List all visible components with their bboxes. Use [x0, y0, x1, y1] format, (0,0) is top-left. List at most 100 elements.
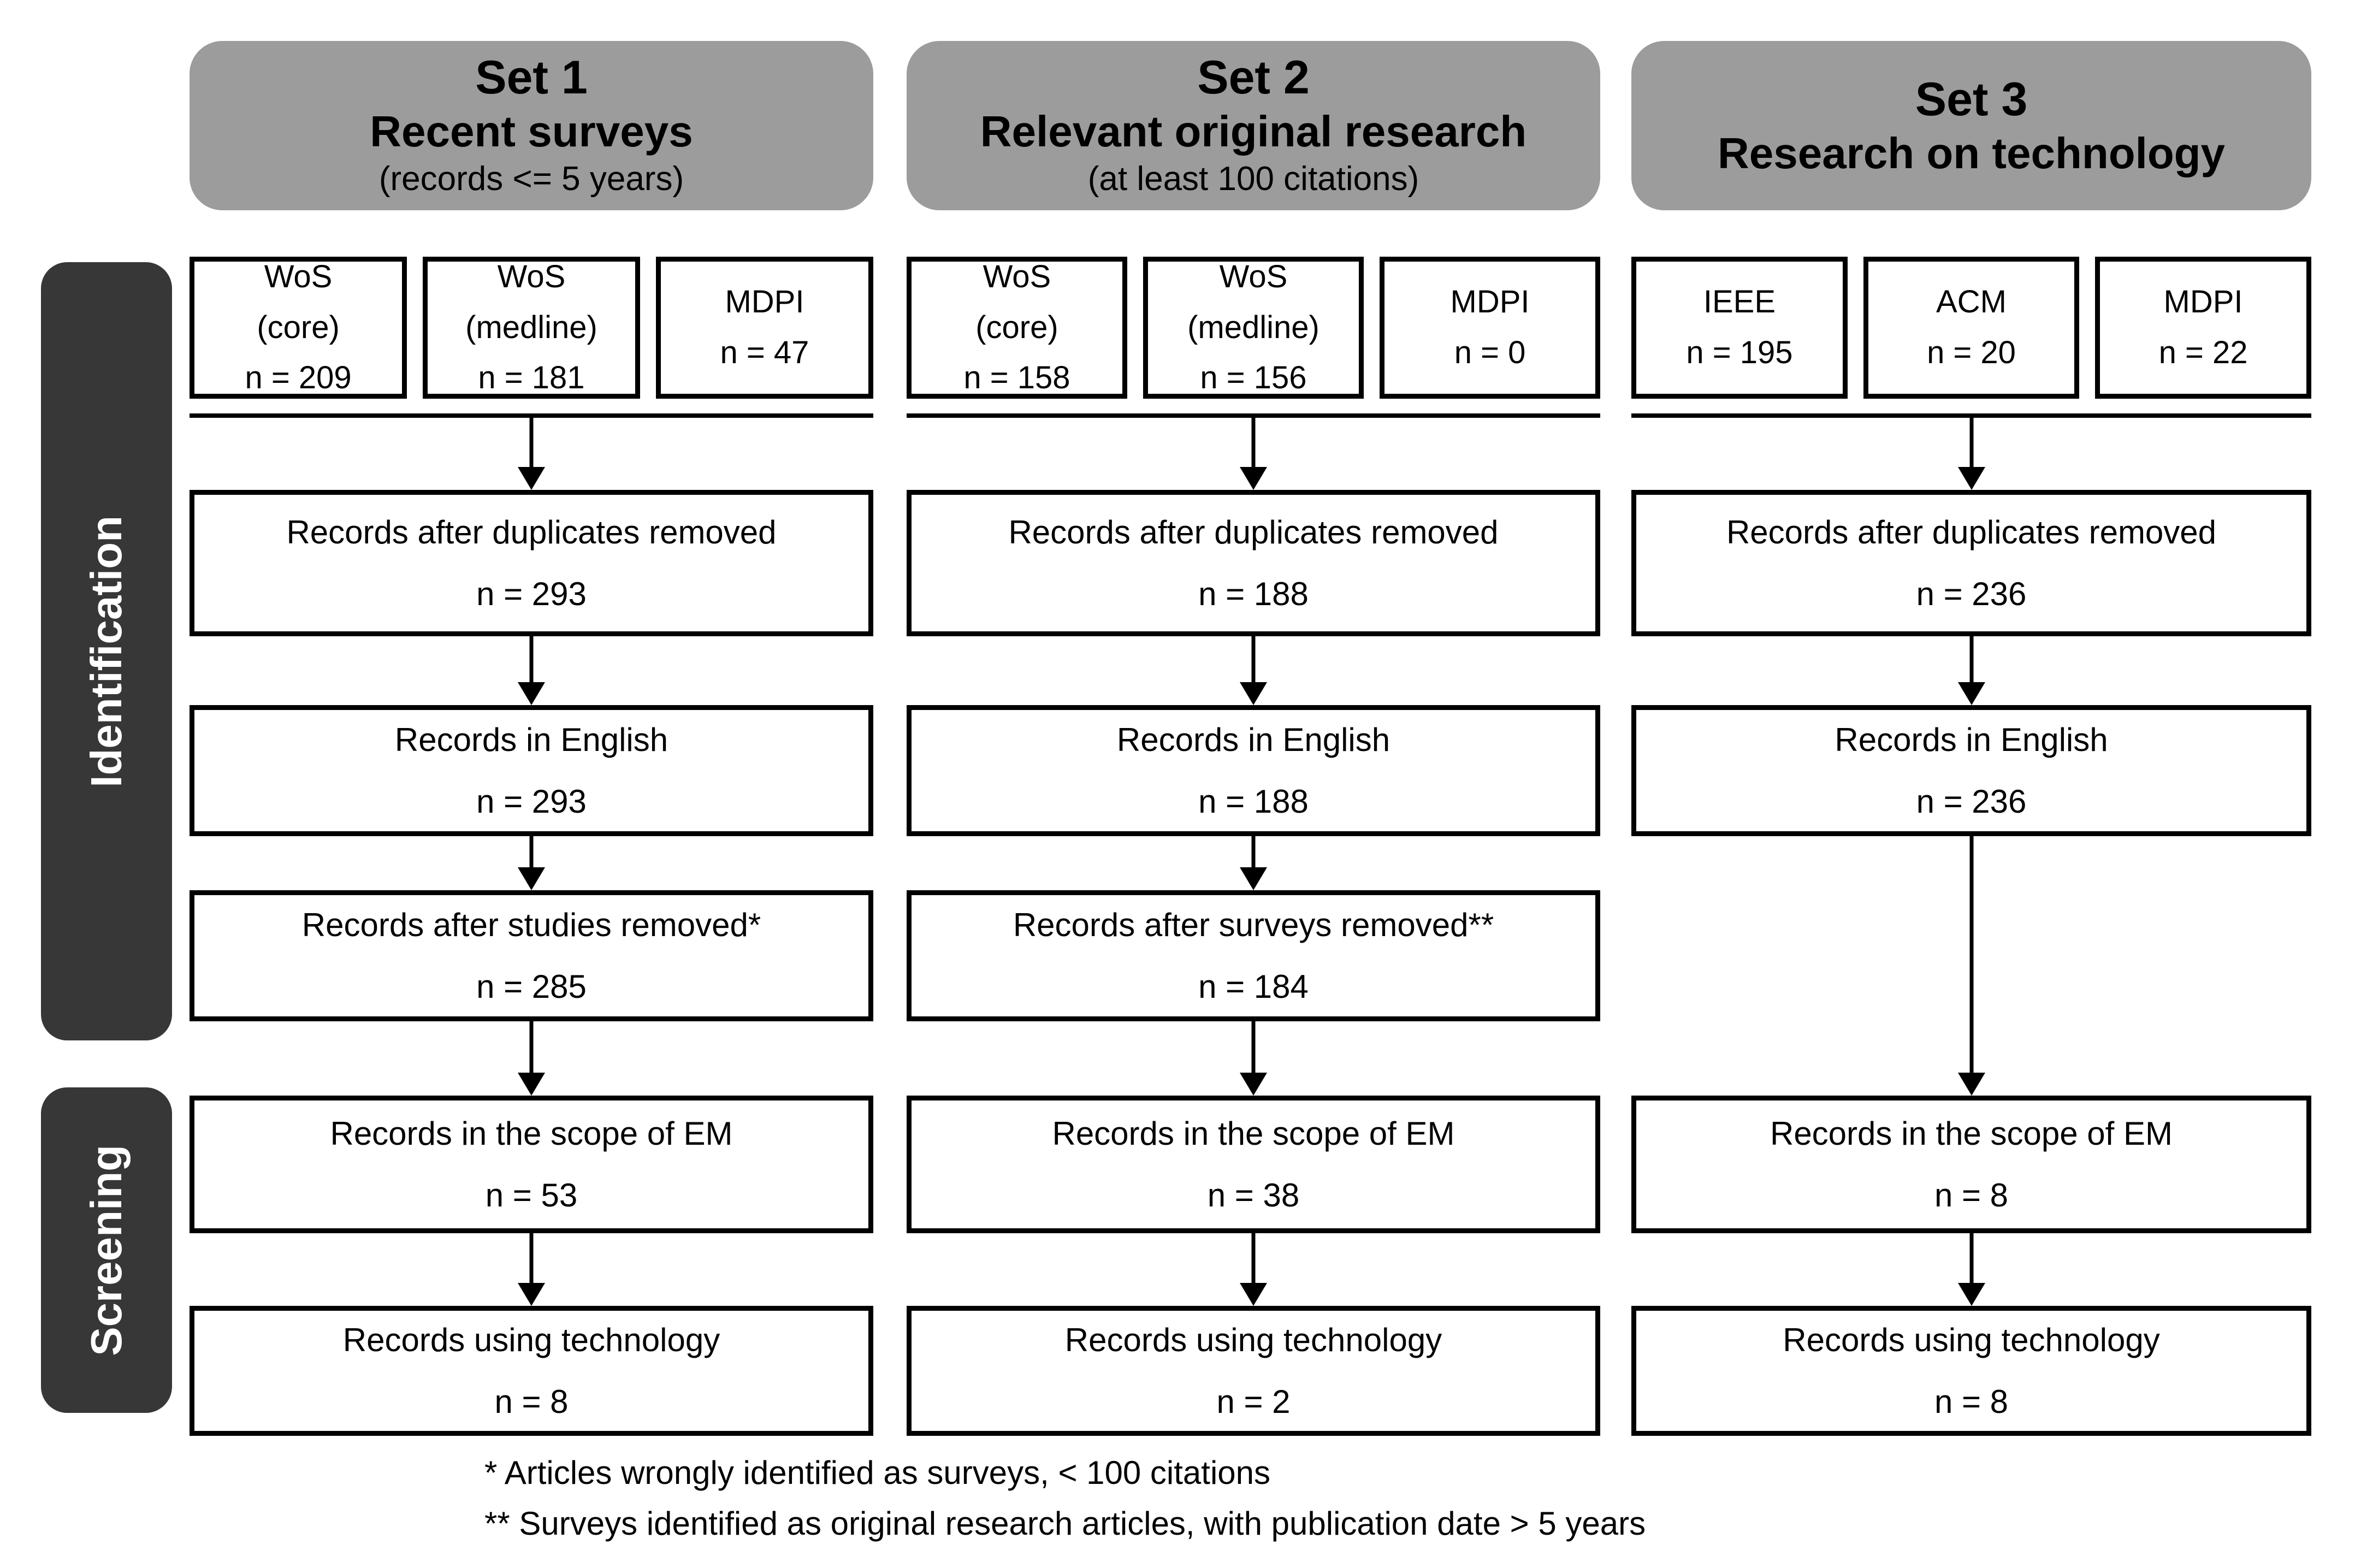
- source-name: MDPI: [725, 284, 804, 320]
- source-name: WoS: [983, 258, 1051, 294]
- step-count: n = 53: [485, 1177, 578, 1214]
- phase-label-identification: Identification: [41, 262, 172, 1040]
- source-count: n = 209: [245, 360, 352, 396]
- step-count: n = 38: [1207, 1177, 1300, 1214]
- step-count: n = 188: [1198, 783, 1309, 820]
- set2-note: (at least 100 citations): [1087, 160, 1419, 198]
- down-arrow-icon: [514, 1233, 549, 1306]
- down-arrow-icon: [1236, 1233, 1271, 1306]
- collector-line: [1631, 413, 2311, 418]
- collector-line: [907, 413, 1600, 418]
- step-label: Records in English: [1116, 721, 1390, 758]
- step-count: n = 184: [1198, 968, 1309, 1005]
- set2-source-mdpi: MDPI n = 0: [1380, 257, 1600, 399]
- step-count: n = 8: [494, 1383, 569, 1420]
- set3-step-in-english: Records in English n = 236: [1631, 705, 2311, 836]
- set2-subtitle: Relevant original research: [980, 107, 1527, 156]
- source-name-2: (core): [975, 309, 1058, 345]
- source-count: n = 195: [1686, 335, 1793, 370]
- step-label: Records in the scope of EM: [1052, 1115, 1455, 1152]
- source-name: WoS: [497, 258, 566, 294]
- set1-source-wos-medline: WoS (medline) n = 181: [422, 257, 641, 399]
- down-arrow-icon: [1236, 636, 1271, 705]
- set2-step-surveys-removed: Records after surveys removed** n = 184: [907, 890, 1600, 1021]
- source-name-2: (core): [257, 309, 340, 345]
- set1-source-row: WoS (core) n = 209 WoS (medline) n = 181…: [190, 257, 873, 399]
- set1-step-scope-of-em: Records in the scope of EM n = 53: [190, 1096, 873, 1233]
- step-label: Records in English: [394, 721, 668, 758]
- step-label: Records in the scope of EM: [330, 1115, 733, 1152]
- set2-step-using-technology: Records using technology n = 2: [907, 1306, 1600, 1436]
- down-arrow-icon: [514, 836, 549, 890]
- source-count: n = 158: [963, 360, 1070, 396]
- down-arrow-long-icon: [1954, 836, 1989, 1096]
- set3-step-duplicates-removed: Records after duplicates removed n = 236: [1631, 490, 2311, 636]
- down-arrow-icon: [514, 1021, 549, 1096]
- collector-line: [190, 413, 873, 418]
- source-count: n = 181: [478, 360, 585, 396]
- set2-step-scope-of-em: Records in the scope of EM n = 38: [907, 1096, 1600, 1233]
- footnote-2: ** Surveys identified as original resear…: [484, 1505, 1646, 1542]
- set2-header: Set 2 Relevant original research (at lea…: [907, 41, 1600, 210]
- set3-step-scope-of-em: Records in the scope of EM n = 8: [1631, 1096, 2311, 1233]
- column-set2: Set 2 Relevant original research (at lea…: [907, 0, 1600, 1568]
- set1-title: Set 1: [475, 51, 588, 104]
- set3-title: Set 3: [1915, 73, 2028, 126]
- down-arrow-icon: [514, 636, 549, 705]
- step-label: Records in the scope of EM: [1770, 1115, 2173, 1152]
- down-arrow-icon: [1236, 836, 1271, 890]
- set1-step-duplicates-removed: Records after duplicates removed n = 293: [190, 490, 873, 636]
- source-name: ACM: [1936, 284, 2007, 320]
- source-name-2: (medline): [1187, 309, 1319, 345]
- set2-source-wos-core: WoS (core) n = 158: [907, 257, 1127, 399]
- source-name: IEEE: [1703, 284, 1776, 320]
- source-count: n = 0: [1454, 335, 1526, 370]
- step-count: n = 8: [1934, 1383, 2009, 1420]
- set2-title: Set 2: [1197, 51, 1310, 104]
- down-arrow-icon: [1236, 418, 1271, 490]
- column-set1: Set 1 Recent surveys (records <= 5 years…: [190, 0, 873, 1568]
- step-count: n = 293: [476, 576, 587, 612]
- footnote-1: * Articles wrongly identified as surveys…: [484, 1454, 1271, 1491]
- source-count: n = 47: [720, 335, 809, 370]
- set2-source-row: WoS (core) n = 158 WoS (medline) n = 156…: [907, 257, 1600, 399]
- step-count: n = 2: [1216, 1383, 1291, 1420]
- column-set3: Set 3 Research on technology IEEE n = 19…: [1631, 0, 2311, 1568]
- step-count: n = 188: [1198, 576, 1309, 612]
- set1-step-studies-removed: Records after studies removed* n = 285: [190, 890, 873, 1021]
- step-count: n = 293: [476, 783, 587, 820]
- step-count: n = 236: [1916, 576, 2027, 612]
- source-name: WoS: [1219, 258, 1288, 294]
- step-count: n = 8: [1934, 1177, 2009, 1214]
- footnotes: * Articles wrongly identified as surveys…: [484, 1447, 1646, 1549]
- step-label: Records using technology: [1783, 1321, 2160, 1358]
- set2-source-wos-medline: WoS (medline) n = 156: [1143, 257, 1364, 399]
- set1-source-mdpi: MDPI n = 47: [655, 257, 873, 399]
- down-arrow-icon: [1954, 1233, 1989, 1306]
- step-label: Records after surveys removed**: [1013, 906, 1494, 943]
- source-count: n = 22: [2158, 335, 2248, 370]
- set3-header: Set 3 Research on technology: [1631, 41, 2311, 210]
- step-label: Records after duplicates removed: [1726, 513, 2217, 551]
- set3-step-using-technology: Records using technology n = 8: [1631, 1306, 2311, 1436]
- source-name-2: (medline): [465, 309, 597, 345]
- set1-step-in-english: Records in English n = 293: [190, 705, 873, 836]
- down-arrow-icon: [1236, 1021, 1271, 1096]
- step-label: Records after studies removed*: [301, 906, 761, 943]
- step-label: Records after duplicates removed: [286, 513, 777, 551]
- set3-source-ieee: IEEE n = 195: [1631, 257, 1848, 399]
- step-label: Records using technology: [342, 1321, 720, 1358]
- source-name: MDPI: [1450, 284, 1530, 320]
- set3-subtitle: Research on technology: [1717, 129, 2226, 178]
- source-name: WoS: [264, 258, 333, 294]
- set2-step-in-english: Records in English n = 188: [907, 705, 1600, 836]
- source-name: MDPI: [2163, 284, 2243, 320]
- set1-step-using-technology: Records using technology n = 8: [190, 1306, 873, 1436]
- step-label: Records after duplicates removed: [1008, 513, 1499, 551]
- step-label: Records using technology: [1064, 1321, 1442, 1358]
- set3-source-acm: ACM n = 20: [1863, 257, 2080, 399]
- set3-source-row: IEEE n = 195 ACM n = 20 MDPI n = 22: [1631, 257, 2311, 399]
- set1-source-wos-core: WoS (core) n = 209: [190, 257, 407, 399]
- phase-label-screening: Screening: [41, 1087, 172, 1413]
